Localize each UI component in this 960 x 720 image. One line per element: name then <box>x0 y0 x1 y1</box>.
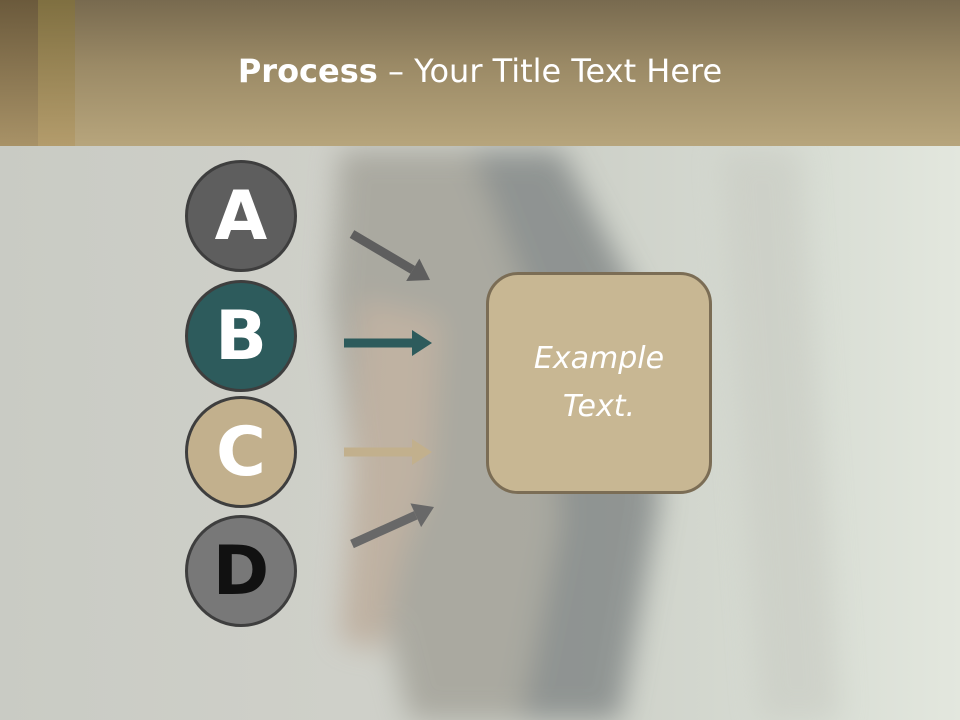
arrow-a-shaft <box>349 230 416 274</box>
step-b-circle: B <box>185 280 297 392</box>
step-a-letter: A <box>214 176 268 256</box>
step-b-letter: B <box>215 296 267 376</box>
example-text: Example Text. <box>533 341 665 424</box>
step-a-circle: A <box>185 160 297 272</box>
arrow-d-head <box>410 503 434 528</box>
step-c-letter: C <box>216 412 266 492</box>
step-d-letter: D <box>212 531 270 611</box>
title-rest: – Your Title Text Here <box>377 52 723 90</box>
title-bold: Process <box>237 52 378 90</box>
header-bar <box>0 0 960 146</box>
arrow-b-head <box>412 330 432 356</box>
step-c-circle: C <box>185 396 297 508</box>
header-stripe <box>0 0 38 146</box>
example-text-box: Example Text. <box>486 272 712 494</box>
header-stripe <box>38 0 75 146</box>
slide-title: Process – Your Title Text Here <box>0 52 960 90</box>
arrow-c-head <box>412 439 432 465</box>
arrow-d-shaft <box>350 511 418 549</box>
arrow-a-head <box>406 258 430 282</box>
step-d-circle: D <box>185 515 297 627</box>
